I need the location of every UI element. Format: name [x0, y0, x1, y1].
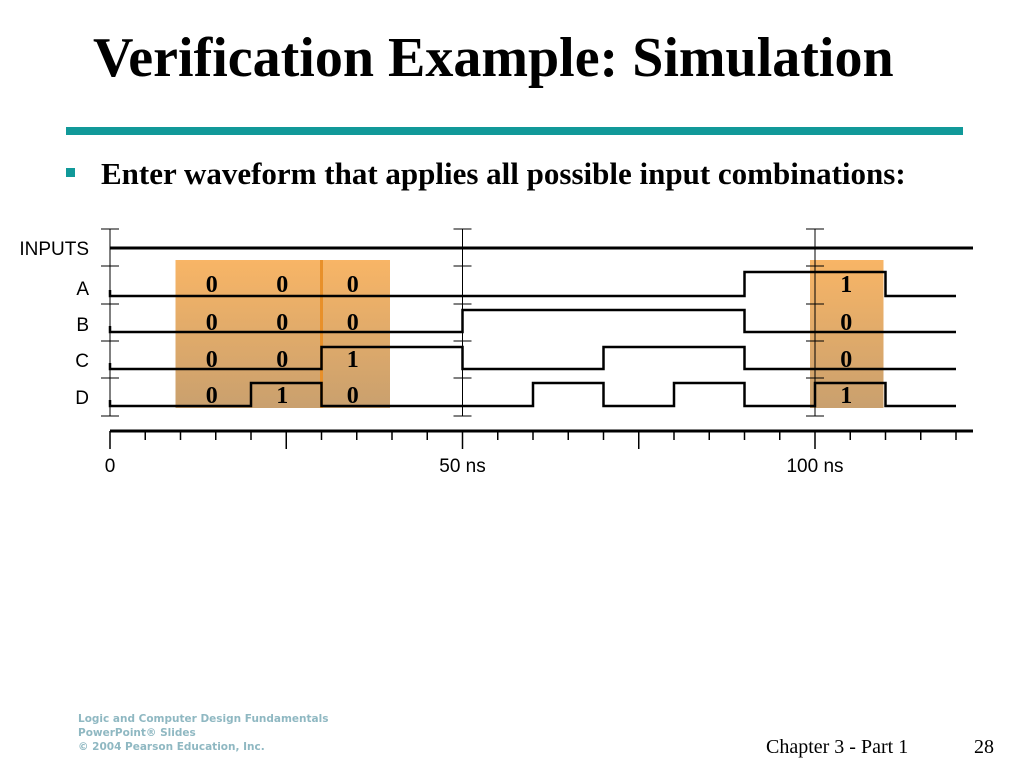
- time-label: 0: [105, 456, 116, 477]
- logo-line: © 2004 Pearson Education, Inc.: [78, 741, 265, 753]
- bit-value: 0: [840, 347, 852, 373]
- signal-label-c: C: [75, 351, 89, 372]
- waveform-c: [108, 345, 956, 371]
- waveform-b: [108, 308, 956, 334]
- page-number: 28: [974, 736, 994, 758]
- slide-title: Verification Example: Simulation: [93, 27, 894, 89]
- logo-line: Logic and Computer Design Fundamentals: [78, 713, 329, 725]
- bit-value: 0: [276, 272, 288, 298]
- bit-value: 0: [206, 383, 218, 409]
- bit-value: 1: [347, 347, 359, 373]
- bit-value: 0: [206, 272, 218, 298]
- signal-label-a: A: [76, 279, 89, 300]
- signal-label-b: B: [76, 315, 89, 336]
- bit-value: 0: [347, 310, 359, 336]
- bit-value: 0: [840, 310, 852, 336]
- bit-value: 0: [276, 347, 288, 373]
- bit-value: 0: [276, 310, 288, 336]
- bullet-text: Enter waveform that applies all possible…: [101, 156, 906, 191]
- inputs-label: INPUTS: [19, 239, 89, 260]
- bit-value: 1: [276, 383, 288, 409]
- bit-value: 0: [206, 347, 218, 373]
- footer-chapter: Chapter 3 - Part 1: [766, 736, 909, 758]
- bit-value: 1: [840, 383, 852, 409]
- bit-value: 0: [347, 383, 359, 409]
- bullet-square-icon: [66, 168, 75, 177]
- bit-value: 1: [840, 272, 852, 298]
- bit-value: 0: [206, 310, 218, 336]
- waveform-d: [108, 381, 956, 408]
- waveform-a: [108, 270, 956, 298]
- time-label: 50 ns: [439, 456, 485, 477]
- time-label: 100 ns: [786, 456, 843, 477]
- bit-value: 0: [347, 272, 359, 298]
- title-underline: [66, 127, 963, 135]
- signal-label-d: D: [75, 388, 89, 409]
- publisher-logo: Logic and Computer Design Fundamentals P…: [78, 712, 328, 754]
- logo-line: PowerPoint® Slides: [78, 727, 196, 739]
